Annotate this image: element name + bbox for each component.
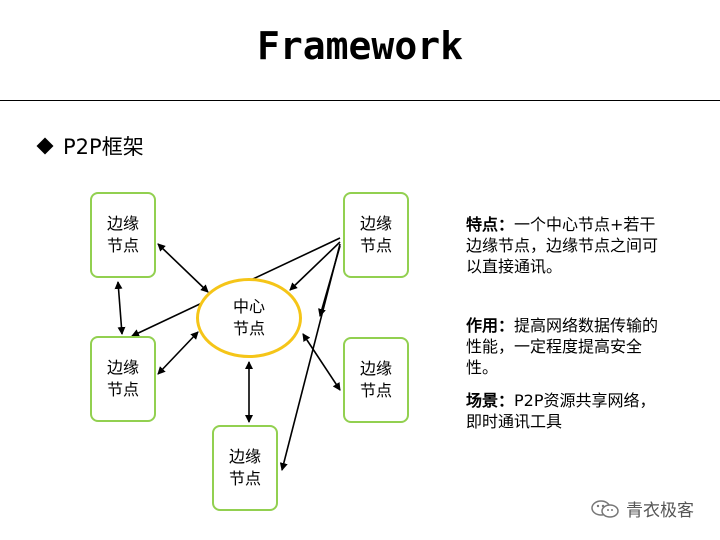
edge-node-middle-right: 边缘节点	[343, 337, 409, 423]
watermark: 青衣极客	[590, 496, 694, 521]
link-topright-midright	[318, 245, 341, 317]
section-label: P2P框架	[63, 135, 144, 159]
scenario-label: 场景：	[466, 391, 515, 410]
link-topleft-midleft	[114, 281, 126, 335]
edge-node-middle-left: 边缘节点	[90, 336, 156, 422]
purpose-label: 作用：	[466, 316, 515, 335]
link-topright-center	[289, 241, 341, 291]
slide-title: Framework	[257, 24, 463, 68]
section-heading: P2P框架	[36, 131, 144, 161]
edge-node-top-left: 边缘节点	[90, 192, 156, 278]
link-topleft-center	[157, 243, 209, 293]
link-midleft-center	[157, 331, 199, 375]
center-node: 中心节点	[196, 278, 302, 358]
title-divider	[0, 100, 720, 101]
brand-name: 青衣极客	[626, 501, 694, 521]
wechat-icon	[591, 499, 619, 518]
edge-node-top-right: 边缘节点	[343, 192, 409, 278]
features-text: 特点：一个中心节点+若干边缘节点，边缘节点之间可以直接通讯。	[466, 215, 659, 276]
scenario-text: 场景：P2P资源共享网络，即时通讯工具	[466, 391, 656, 431]
features-label: 特点：	[466, 215, 515, 234]
purpose-text: 作用：提高网络数据传输的性能，一定程度提高安全性。	[466, 316, 659, 377]
edge-node-bottom: 边缘节点	[212, 425, 278, 511]
link-center-midright	[302, 333, 341, 391]
